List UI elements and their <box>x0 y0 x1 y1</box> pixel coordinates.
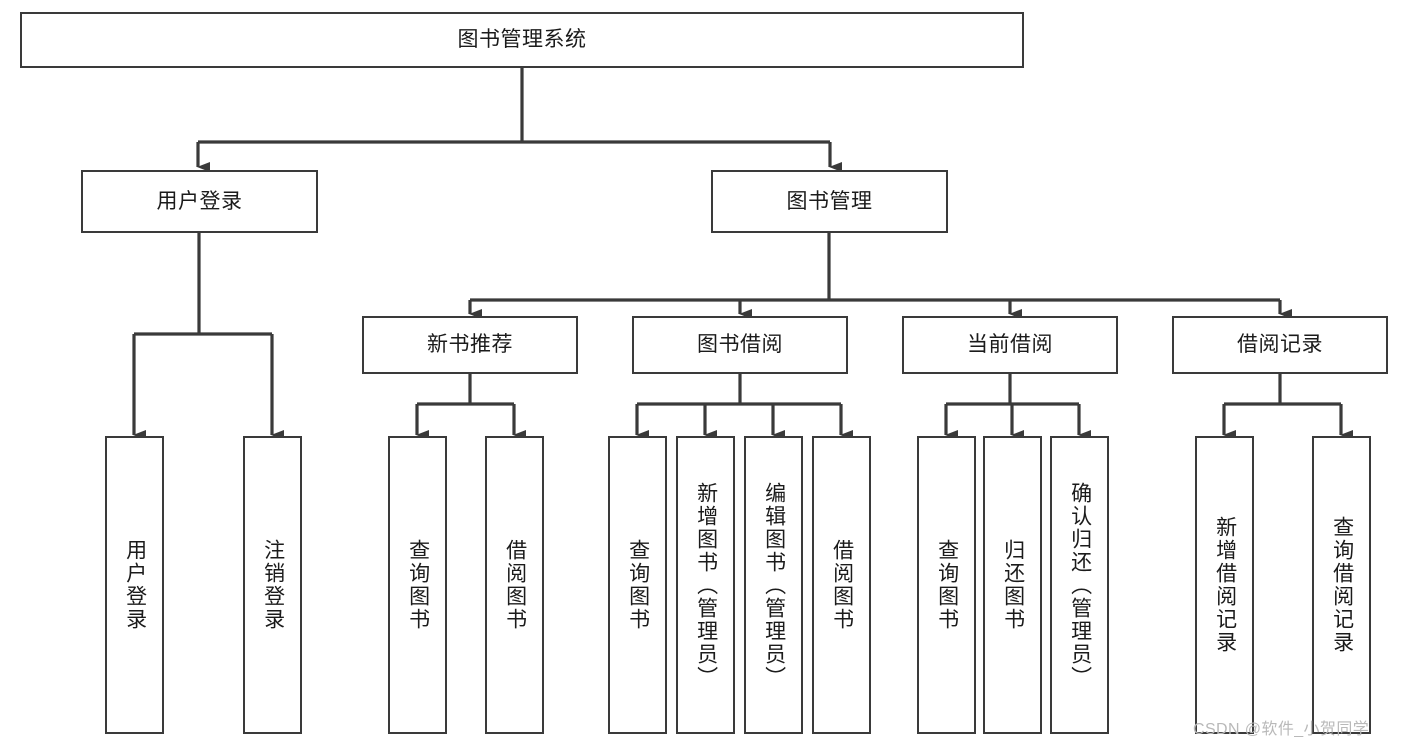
leaf-logout-login[interactable]: 注销登录 <box>243 436 302 734</box>
leaf-borrow-book-1[interactable]: 借阅图书 <box>485 436 544 734</box>
csdn-watermark: CSDN @软件_小贺同学 <box>1193 721 1370 738</box>
node-label: 查询图书 <box>935 539 959 631</box>
node-label: 归还图书 <box>1001 539 1025 631</box>
node-label: 查询图书 <box>626 539 650 631</box>
node-borrow-record[interactable]: 借阅记录 <box>1172 316 1388 374</box>
node-root-system[interactable]: 图书管理系统 <box>20 12 1024 68</box>
leaf-add-borrow-record[interactable]: 新增借阅记录 <box>1195 436 1254 734</box>
leaf-query-book-1[interactable]: 查询图书 <box>388 436 447 734</box>
node-label: 查询借阅记录 <box>1330 516 1354 654</box>
node-book-management[interactable]: 图书管理 <box>711 170 948 233</box>
leaf-return-book[interactable]: 归还图书 <box>983 436 1042 734</box>
node-label: 图书管理系统 <box>457 28 587 52</box>
leaf-user-login[interactable]: 用户登录 <box>105 436 164 734</box>
node-label: 新增借阅记录 <box>1213 516 1237 654</box>
node-label: 当前借阅 <box>967 333 1053 357</box>
node-label: 新增图书（管理员） <box>694 481 718 689</box>
node-label: 确认归还（管理员） <box>1068 481 1092 689</box>
node-user-login[interactable]: 用户登录 <box>81 170 318 233</box>
leaf-query-book-3[interactable]: 查询图书 <box>917 436 976 734</box>
leaf-confirm-return-admin[interactable]: 确认归还（管理员） <box>1050 436 1109 734</box>
node-label: 查询图书 <box>406 539 430 631</box>
node-current-borrow[interactable]: 当前借阅 <box>902 316 1118 374</box>
node-label: 用户登录 <box>156 189 243 213</box>
node-new-book-recommend[interactable]: 新书推荐 <box>362 316 578 374</box>
node-label: 图书借阅 <box>697 333 783 357</box>
leaf-borrow-book-2[interactable]: 借阅图书 <box>812 436 871 734</box>
leaf-add-book-admin[interactable]: 新增图书（管理员） <box>676 436 735 734</box>
node-label: 新书推荐 <box>427 333 513 357</box>
leaf-query-borrow-record[interactable]: 查询借阅记录 <box>1312 436 1371 734</box>
node-label: 注销登录 <box>261 539 285 631</box>
leaf-edit-book-admin[interactable]: 编辑图书（管理员） <box>744 436 803 734</box>
node-label: 借阅图书 <box>503 539 527 631</box>
leaf-query-book-2[interactable]: 查询图书 <box>608 436 667 734</box>
node-label: 借阅图书 <box>830 539 854 631</box>
node-label: 借阅记录 <box>1237 333 1323 357</box>
node-book-borrow[interactable]: 图书借阅 <box>632 316 848 374</box>
node-label: 编辑图书（管理员） <box>762 481 786 689</box>
node-label: 用户登录 <box>123 539 147 631</box>
node-label: 图书管理 <box>786 189 873 213</box>
